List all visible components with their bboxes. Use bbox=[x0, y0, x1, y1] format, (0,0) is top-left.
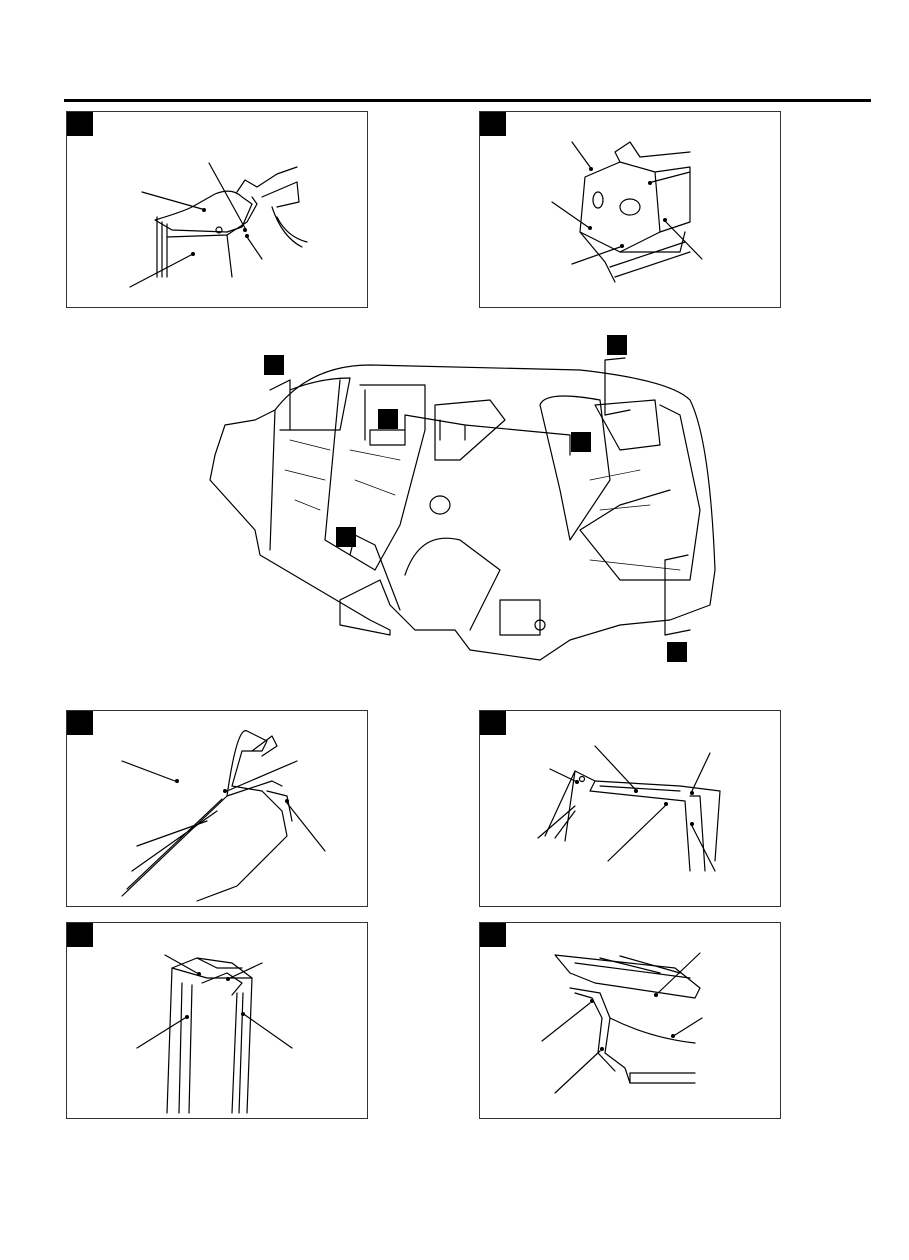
section-marker bbox=[571, 432, 591, 452]
section-marker bbox=[336, 527, 356, 547]
detail-drawing-center-pillar bbox=[136, 954, 293, 1114]
detail-drawing-rear-pillar bbox=[537, 745, 721, 872]
detail-panel-4 bbox=[479, 710, 781, 907]
detail-drawing-front-pillar-upper bbox=[129, 162, 308, 288]
section-marker bbox=[607, 335, 627, 355]
detail-drawing-rear-bracket bbox=[551, 141, 703, 283]
detail-panel-5 bbox=[66, 922, 368, 1119]
detail-drawing-rear-floor bbox=[541, 952, 703, 1094]
section-marker bbox=[264, 355, 284, 375]
section-marker bbox=[667, 642, 687, 662]
vehicle-body-illustration bbox=[200, 330, 720, 675]
label-box bbox=[67, 923, 93, 947]
label-box bbox=[480, 711, 506, 735]
label-box bbox=[67, 112, 93, 136]
detail-panel-2 bbox=[479, 111, 781, 308]
label-box bbox=[480, 112, 506, 136]
detail-panel-6 bbox=[479, 922, 781, 1119]
label-box bbox=[480, 923, 506, 947]
label-box bbox=[67, 711, 93, 735]
detail-drawing-roof-rail bbox=[121, 730, 326, 902]
detail-panel-1 bbox=[66, 111, 368, 308]
section-marker bbox=[378, 409, 398, 429]
header-rule bbox=[64, 99, 871, 102]
detail-panel-3 bbox=[66, 710, 368, 907]
